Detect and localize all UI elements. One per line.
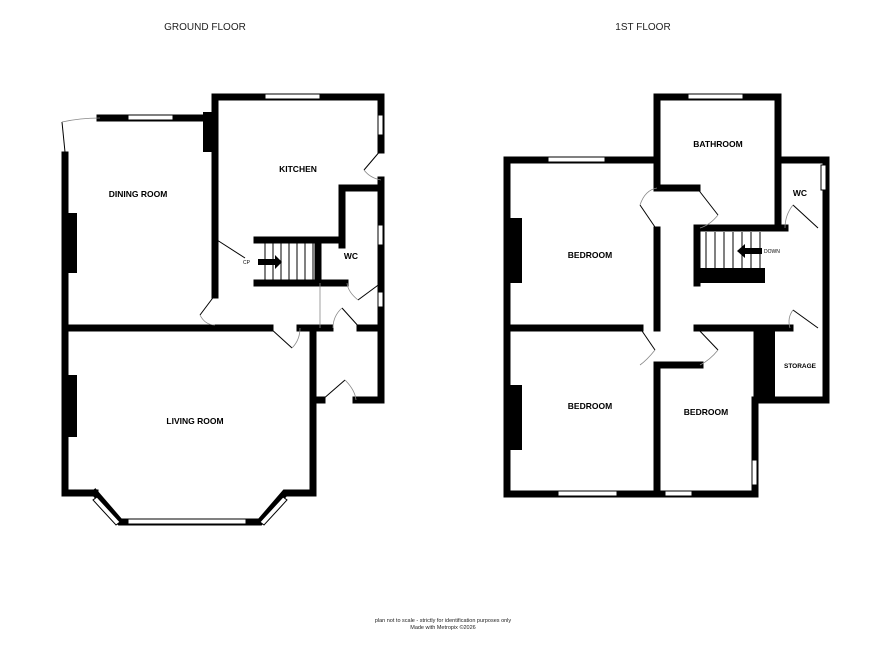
first-floor-plan: DOWN BATHROOM BEDROOM WC BEDROOM BEDROOM…: [503, 93, 830, 498]
footer-credit: Made with Metropix ©2026: [410, 624, 476, 631]
room-label-kitchen: KITCHEN: [279, 164, 317, 174]
first-doors[interactable]: [639, 187, 819, 366]
ground-floor-plan: CP DINING ROOM KITCHEN WC LIVING ROOM: [61, 93, 385, 526]
stair-arrow-icon: [737, 244, 762, 258]
room-label-bathroom: BATHROOM: [693, 139, 742, 149]
stair-note: CP: [243, 260, 251, 266]
room-label-living: LIVING ROOM: [166, 416, 223, 426]
room-label-wc: WC: [793, 188, 807, 198]
ground-floor-title: GROUND FLOOR: [164, 22, 246, 33]
room-label-storage: STORAGE: [784, 363, 817, 370]
room-label-bedroom-1: BEDROOM: [568, 250, 612, 260]
footer-disclaimer: plan not to scale - strictly for identif…: [375, 618, 512, 624]
room-label-wc: WC: [344, 251, 358, 261]
room-label-bedroom-2: BEDROOM: [568, 401, 612, 411]
room-label-bedroom-3: BEDROOM: [684, 407, 728, 417]
stair-note: DOWN: [764, 249, 780, 255]
stair-arrow-icon: [258, 255, 282, 269]
ground-doors[interactable]: [61, 117, 382, 401]
room-label-dining: DINING ROOM: [109, 189, 168, 199]
first-floor-title: 1ST FLOOR: [615, 22, 670, 33]
